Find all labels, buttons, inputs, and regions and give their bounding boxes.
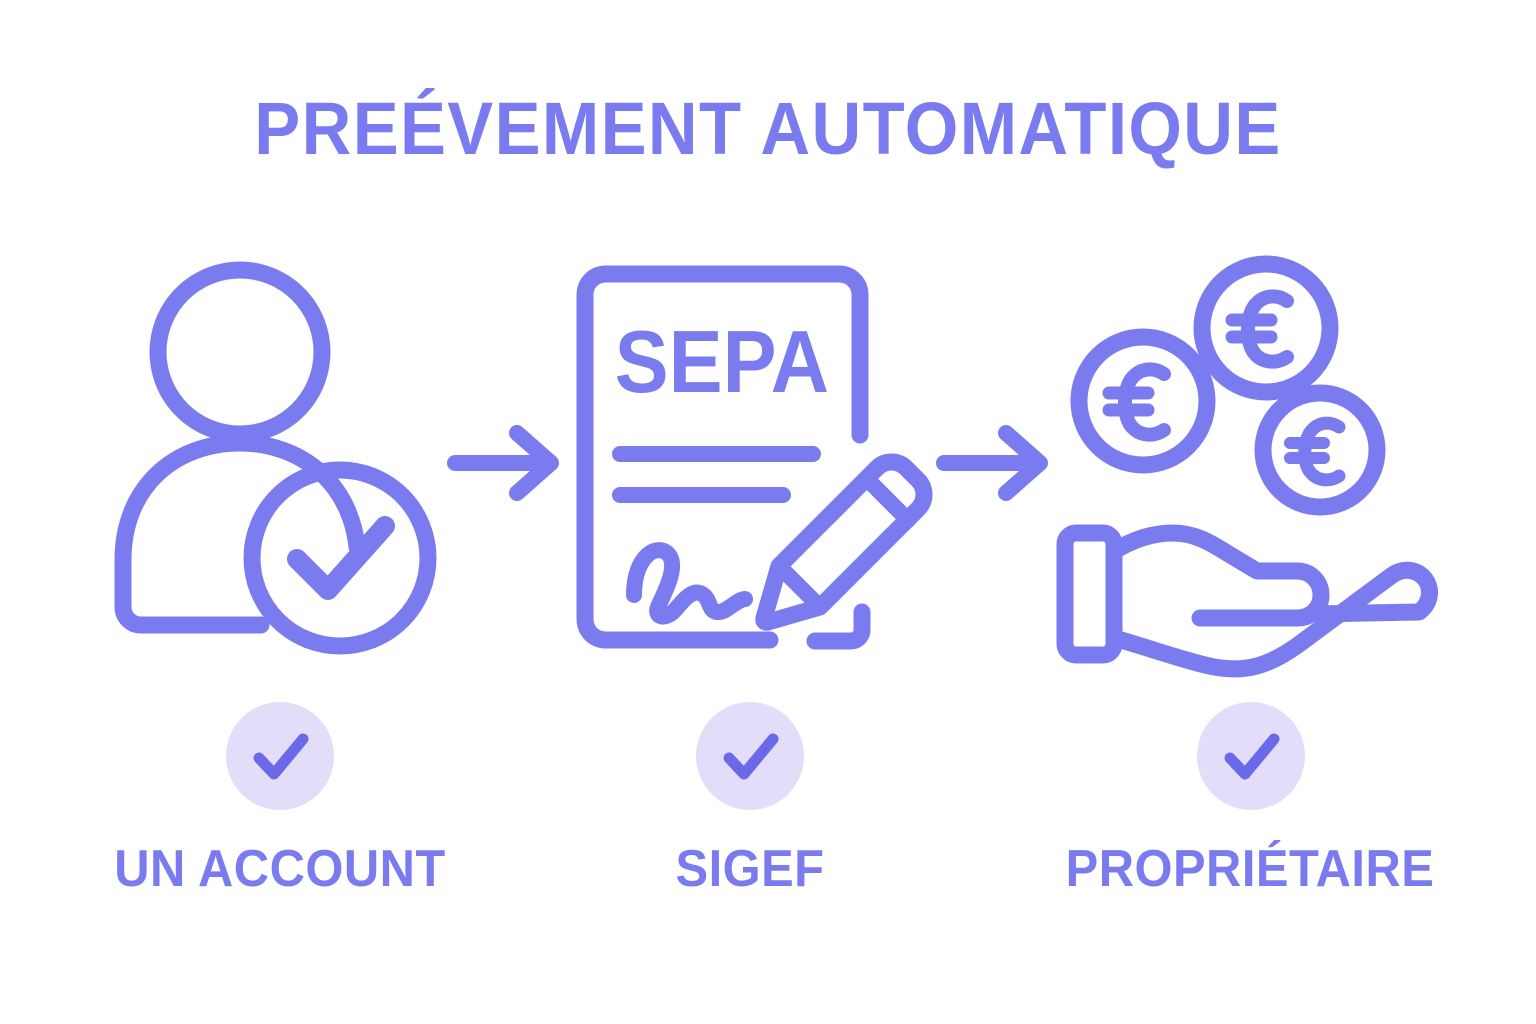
status-badge-step-1 (226, 702, 334, 810)
euro-coin-left (1070, 328, 1216, 474)
page-title: PREÉVEMENT AUTOMATIQUE (254, 87, 1282, 170)
hand-fingers (1105, 524, 1330, 627)
step-label-sigef: SIGEF (675, 840, 825, 898)
check-icon (1224, 733, 1280, 780)
pencil-tip-line (771, 558, 828, 615)
document-corner-fragment (806, 603, 871, 650)
user-check-mark (287, 516, 395, 600)
step-label-un-account: UN ACCOUNT (114, 840, 446, 898)
pencil-ferrule-line (859, 471, 916, 528)
pencil-body (755, 453, 933, 631)
document-signature (626, 542, 753, 625)
coins-in-hand-icon (1055, 255, 1455, 678)
status-badge-step-2 (696, 702, 804, 810)
signed-document-icon: SEPA (565, 255, 955, 675)
user-body-shape (114, 434, 366, 616)
open-hand-icon (1056, 524, 1438, 678)
arrow-right-icon (932, 418, 1062, 508)
user-head-shape (149, 261, 331, 443)
pencil-icon (755, 453, 933, 631)
status-badge-step-3 (1197, 702, 1305, 810)
document-heading: SEPA (615, 312, 829, 411)
user-check-circle (243, 461, 437, 655)
step-label-proprietaire: PROPRIÉTAIRE (1065, 840, 1435, 898)
check-icon (723, 733, 779, 780)
hand-outer-edge (1105, 561, 1438, 678)
arrow-right-icon (443, 418, 573, 508)
document-outline (576, 265, 869, 649)
euro-coin-top (1193, 255, 1339, 401)
user-verified-icon (85, 255, 475, 675)
euro-coin-right (1254, 384, 1386, 516)
check-icon (253, 733, 309, 780)
user-body-base (114, 598, 270, 634)
